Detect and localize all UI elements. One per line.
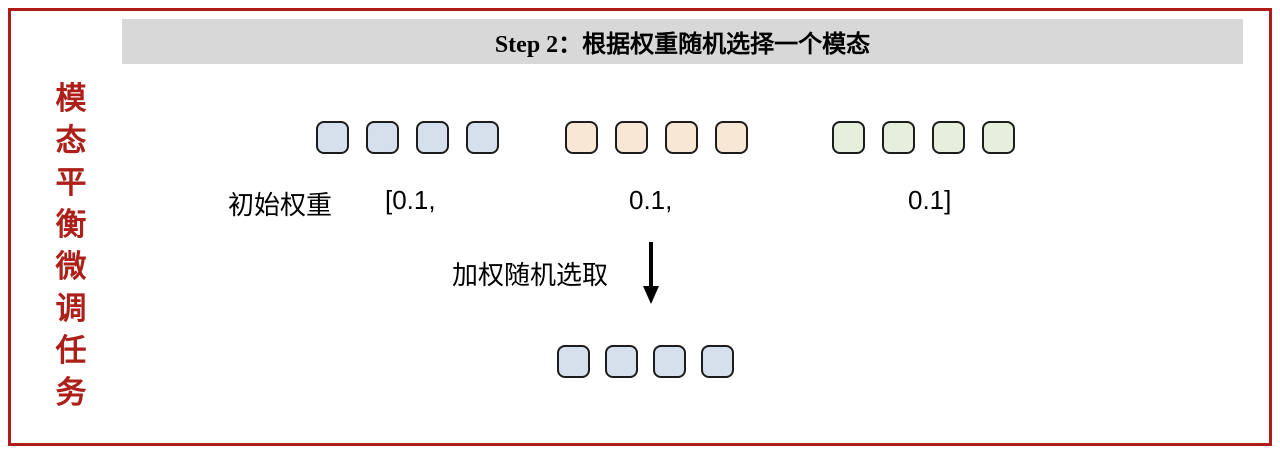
modality-row-blue <box>316 121 499 154</box>
selected-modality-row <box>557 345 749 378</box>
token-box <box>316 121 349 154</box>
modality-row-green <box>832 121 1015 154</box>
task-label-char: 微 <box>55 249 87 284</box>
token-box <box>605 345 638 378</box>
task-label-char: 模 <box>55 81 87 116</box>
down-arrow-icon <box>643 242 659 304</box>
token-box <box>882 121 915 154</box>
weight-value-first: [0.1, <box>385 185 436 215</box>
task-label-char: 态 <box>55 123 87 158</box>
token-box <box>366 121 399 154</box>
step-header-bar: Step 2：根据权重随机选择一个模态 <box>122 19 1243 64</box>
initial-weights-label: 初始权重 <box>228 190 333 220</box>
step-title-label: 根据权重随机选择一个模态 <box>582 31 871 58</box>
task-label-char: 任 <box>55 333 87 368</box>
page-title: Step 2：根据权重随机选择一个模态 <box>495 24 870 59</box>
token-box <box>932 121 965 154</box>
task-label-char: 平 <box>55 165 87 200</box>
modality-row-orange <box>565 121 748 154</box>
token-box <box>416 121 449 154</box>
token-box <box>665 121 698 154</box>
token-box <box>565 121 598 154</box>
weight-value-second: 0.1, <box>629 185 673 215</box>
token-box <box>832 121 865 154</box>
task-label-char: 务 <box>55 375 87 410</box>
weight-value-third: 0.1] <box>908 185 952 215</box>
token-box <box>615 121 648 154</box>
outer-frame <box>8 8 1272 446</box>
token-box <box>701 345 734 378</box>
task-label-char: 调 <box>55 291 87 326</box>
step-number-label: Step 2： <box>494 32 583 58</box>
weighted-sampling-label: 加权随机选取 <box>452 260 609 290</box>
task-label-char: 衡 <box>55 207 87 242</box>
token-box <box>466 121 499 154</box>
token-box <box>715 121 748 154</box>
task-label-vertical: 模 态 平 衡 微 调 任 务 <box>44 78 98 414</box>
token-box <box>653 345 686 378</box>
token-box <box>982 121 1015 154</box>
initial-weights-line: 初始权重 [0.1, 0.1, 0.1] <box>0 185 1280 220</box>
token-box <box>557 345 590 378</box>
